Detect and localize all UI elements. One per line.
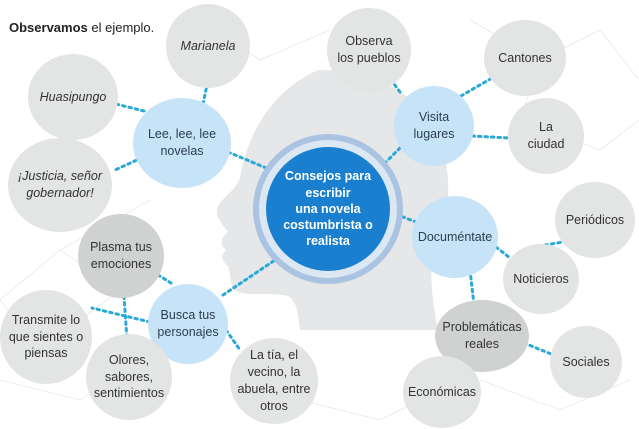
- leaf-olores: Olores, sabores, sentimientos: [86, 334, 172, 420]
- page-heading: Observamos el ejemplo.: [9, 20, 154, 35]
- heading-bold: Observamos: [9, 20, 88, 35]
- heading-rest: el ejemplo.: [87, 20, 155, 35]
- hub-lee-novelas: Lee, lee, lee novelas: [133, 98, 231, 188]
- center-label: Consejos para escribir una novela costum…: [283, 169, 373, 249]
- leaf-la-tia: La tía, el vecino, la abuela, entre otro…: [230, 338, 318, 424]
- center-node: Consejos para escribir una novela costum…: [266, 147, 390, 271]
- leaf-la-ciudad: La ciudad: [508, 98, 584, 174]
- leaf-observa-pueblos: Observa los pueblos: [327, 8, 411, 92]
- leaf-transmite: Transmite lo que sientes o piensas: [0, 290, 92, 384]
- hub-visita-lugares: Visita lugares: [394, 86, 474, 166]
- leaf-periodicos: Periódicos: [555, 182, 635, 258]
- leaf-marianela: Marianela: [166, 4, 250, 88]
- hub-documentate: Documéntate: [412, 196, 498, 278]
- leaf-justicia: ¡Justicia, señor gobernador!: [8, 138, 112, 232]
- leaf-noticieros: Noticieros: [503, 244, 579, 314]
- leaf-economicas: Económicas: [403, 356, 481, 428]
- hub-plasma-emociones: Plasma tus emociones: [78, 214, 164, 298]
- leaf-sociales: Sociales: [550, 326, 622, 398]
- leaf-cantones: Cantones: [484, 20, 566, 96]
- leaf-huasipungo: Huasipungo: [28, 54, 118, 140]
